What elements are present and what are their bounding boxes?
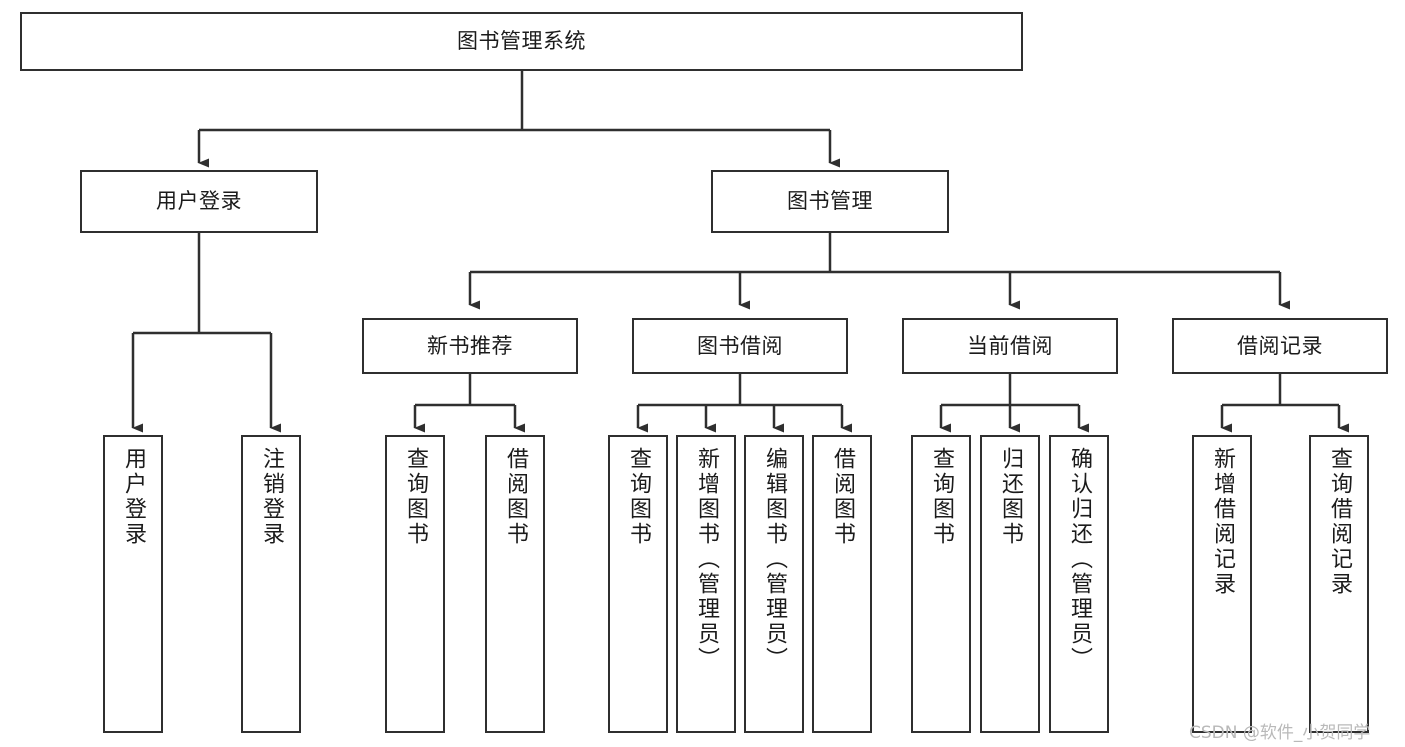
node-root-label: 图书管理系统: [457, 29, 586, 54]
node-leaf-current-borrow-1-label: 归还图书: [998, 447, 1023, 547]
node-leaf-user-login-1[interactable]: 注销登录: [241, 435, 301, 733]
node-new-book-recommend[interactable]: 新书推荐: [362, 318, 578, 374]
node-current-borrow[interactable]: 当前借阅: [902, 318, 1118, 374]
node-leaf-book-borrow-3-label: 借阅图书: [830, 447, 855, 547]
node-current-borrow-label: 当前借阅: [967, 333, 1053, 358]
node-leaf-user-login-0-label: 用户登录: [121, 447, 146, 547]
node-leaf-borrow-record-1[interactable]: 查询借阅记录: [1309, 435, 1369, 733]
node-leaf-new-book-0-label: 查询图书: [403, 447, 428, 547]
node-leaf-new-book-1[interactable]: 借阅图书: [485, 435, 545, 733]
node-book-borrow-label: 图书借阅: [697, 333, 783, 358]
node-leaf-book-borrow-1[interactable]: 新增图书（管理员）: [676, 435, 736, 733]
node-leaf-book-borrow-1-label: 新增图书（管理员）: [694, 447, 719, 672]
node-leaf-book-borrow-2[interactable]: 编辑图书（管理员）: [744, 435, 804, 733]
node-root[interactable]: 图书管理系统: [20, 12, 1023, 71]
node-leaf-book-borrow-3[interactable]: 借阅图书: [812, 435, 872, 733]
node-leaf-current-borrow-2-label: 确认归还（管理员）: [1067, 447, 1092, 672]
node-leaf-borrow-record-0-label: 新增借阅记录: [1210, 447, 1235, 597]
node-leaf-borrow-record-1-label: 查询借阅记录: [1327, 447, 1352, 597]
node-user-login-label: 用户登录: [156, 189, 242, 214]
node-leaf-borrow-record-0[interactable]: 新增借阅记录: [1192, 435, 1252, 733]
node-leaf-book-borrow-0-label: 查询图书: [626, 447, 651, 547]
node-leaf-book-borrow-2-label: 编辑图书（管理员）: [762, 447, 787, 672]
node-leaf-book-borrow-0[interactable]: 查询图书: [608, 435, 668, 733]
node-leaf-new-book-0[interactable]: 查询图书: [385, 435, 445, 733]
node-leaf-current-borrow-0[interactable]: 查询图书: [911, 435, 971, 733]
node-leaf-user-login-1-label: 注销登录: [259, 447, 284, 547]
node-book-management[interactable]: 图书管理: [711, 170, 949, 233]
node-book-borrow[interactable]: 图书借阅: [632, 318, 848, 374]
node-new-book-recommend-label: 新书推荐: [427, 333, 513, 358]
node-leaf-current-borrow-2[interactable]: 确认归还（管理员）: [1049, 435, 1109, 733]
node-leaf-new-book-1-label: 借阅图书: [503, 447, 528, 547]
node-leaf-current-borrow-0-label: 查询图书: [929, 447, 954, 547]
node-user-login[interactable]: 用户登录: [80, 170, 318, 233]
csdn-watermark: CSDN @软件_小贺同学: [1189, 723, 1371, 743]
node-leaf-current-borrow-1[interactable]: 归还图书: [980, 435, 1040, 733]
node-book-management-label: 图书管理: [787, 189, 873, 214]
node-borrow-record[interactable]: 借阅记录: [1172, 318, 1388, 374]
node-leaf-user-login-0[interactable]: 用户登录: [103, 435, 163, 733]
node-borrow-record-label: 借阅记录: [1237, 333, 1323, 358]
